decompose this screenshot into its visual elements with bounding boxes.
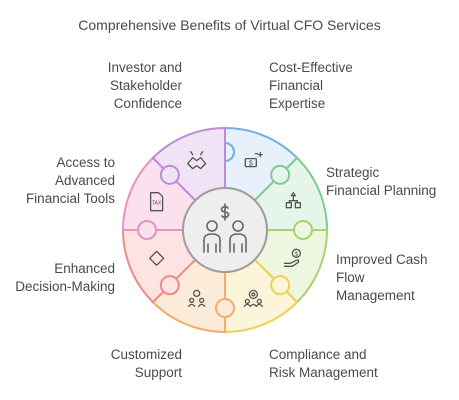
team-gear-icon xyxy=(243,289,263,308)
puzzle-knob-strategic-planning xyxy=(270,164,291,185)
support-people-icon xyxy=(188,289,206,308)
puzzle-knob-investor-confidence xyxy=(159,164,180,185)
puzzle-knob-decision-making xyxy=(159,275,180,296)
puzzle-knob-compliance xyxy=(270,275,291,296)
svg-text:$: $ xyxy=(295,252,299,258)
planning-icon xyxy=(285,192,302,209)
people-dollar-icon xyxy=(203,203,247,253)
tax-document-icon: TAX xyxy=(149,192,164,212)
svg-text:$: $ xyxy=(249,161,253,168)
cash-hand-icon: $ xyxy=(283,248,302,267)
label-strategic-planning: Strategic Financial Planning xyxy=(326,165,437,198)
svg-text:TAX: TAX xyxy=(152,201,162,207)
label-financial-tools: Access to Advanced Financial Tools xyxy=(25,155,115,206)
diagram-title: Comprehensive Benefits of Virtual CFO Se… xyxy=(78,17,381,33)
label-support: Customized Support xyxy=(110,347,182,380)
label-decision-making: Enhanced Decision-Making xyxy=(15,261,115,294)
puzzle-knob-support xyxy=(215,298,235,318)
money-icon: $ xyxy=(244,151,263,168)
label-cash-flow: Improved Cash Flow Management xyxy=(336,252,428,303)
diamond-icon xyxy=(148,250,165,266)
handshake-icon xyxy=(187,150,207,170)
center-hub xyxy=(182,187,268,273)
puzzle-knob-financial-tools xyxy=(137,220,157,240)
label-cost-effective: Cost-Effective Financial Expertise xyxy=(269,60,353,111)
puzzle-knob-cash-flow xyxy=(293,220,313,240)
label-compliance: Compliance and Risk Management xyxy=(269,347,378,380)
label-investor-confidence: Investor and Stakeholder Confidence xyxy=(107,60,182,111)
